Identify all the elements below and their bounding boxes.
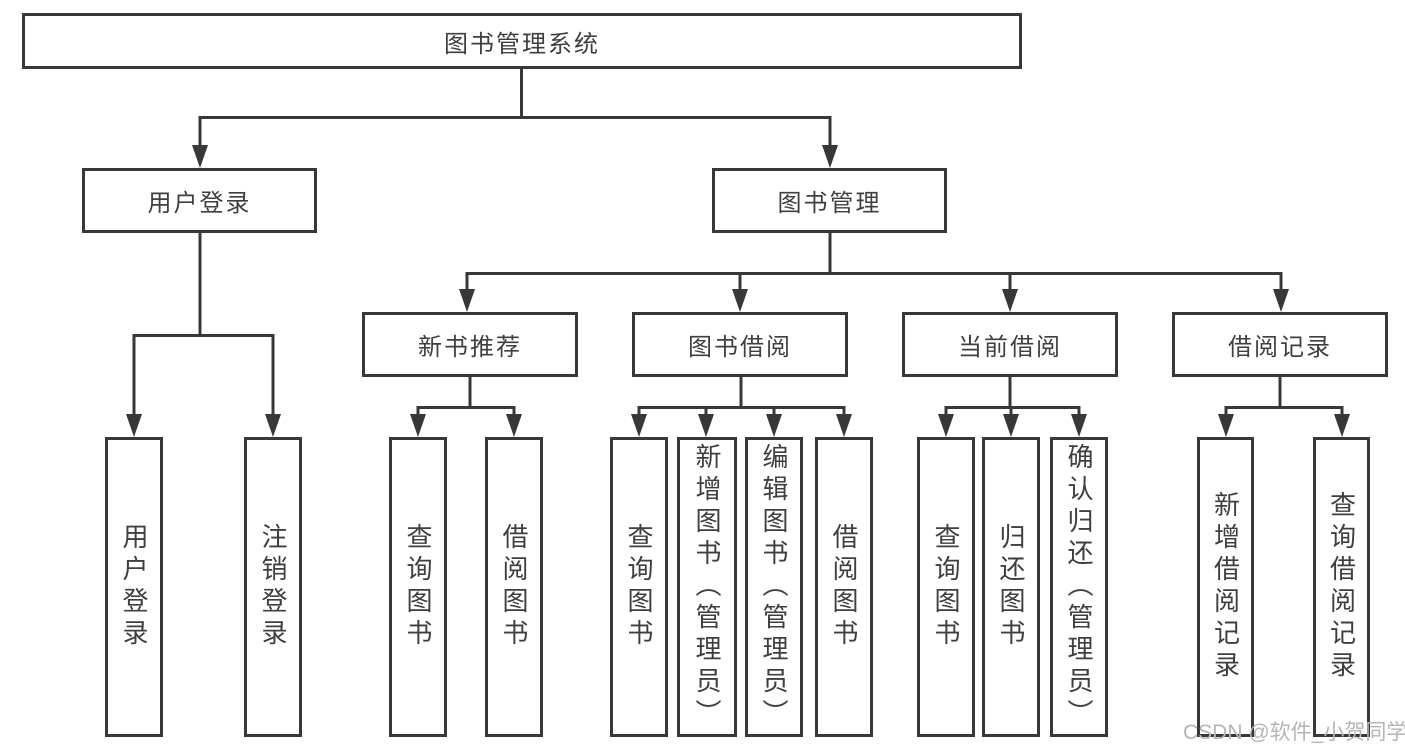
leaf-query-book-newrec: 查询图书: [389, 437, 447, 737]
node-book-management-label: 图书管理: [777, 190, 882, 217]
node-book-management: 图书管理: [712, 168, 947, 233]
leaf-add-book-admin-label: 新增图书（管理员）: [692, 443, 722, 731]
leaf-borrow-book-newrec: 借阅图书: [485, 437, 543, 737]
node-current-borrow-label: 当前借阅: [958, 334, 1062, 361]
leaf-query-book-borrow-label: 查询图书: [624, 523, 654, 651]
leaf-confirm-return-admin: 确认归还（管理员）: [1050, 437, 1108, 737]
node-borrow-record-label: 借阅记录: [1228, 334, 1332, 361]
node-current-borrow: 当前借阅: [902, 312, 1118, 377]
leaf-user-login-label: 用户登录: [119, 523, 149, 651]
leaf-confirm-return-admin-label: 确认归还（管理员）: [1064, 443, 1094, 731]
leaf-borrow-book-label: 借阅图书: [829, 523, 859, 651]
leaf-return-book-label: 归还图书: [996, 523, 1026, 651]
leaf-add-borrow-record: 新增借阅记录: [1197, 437, 1254, 737]
leaf-query-borrow-record-label: 查询借阅记录: [1326, 491, 1357, 683]
leaf-user-login: 用户登录: [105, 437, 163, 737]
leaf-return-book: 归还图书: [982, 437, 1040, 737]
leaf-edit-book-admin: 编辑图书（管理员）: [745, 437, 803, 737]
node-borrow-record: 借阅记录: [1172, 312, 1388, 377]
node-book-borrow-label: 图书借阅: [688, 334, 792, 361]
arrowheads: [126, 145, 1350, 437]
node-new-book-recommend: 新书推荐: [362, 312, 578, 377]
node-new-book-recommend-label: 新书推荐: [418, 334, 522, 361]
leaf-edit-book-admin-label: 编辑图书（管理员）: [759, 443, 789, 731]
leaf-add-book-admin: 新增图书（管理员）: [677, 437, 737, 737]
leaf-query-borrow-record: 查询借阅记录: [1313, 437, 1370, 737]
leaf-logout-login: 注销登录: [244, 437, 302, 737]
node-root: 图书管理系统: [22, 13, 1022, 69]
leaf-query-book-borrow: 查询图书: [610, 437, 668, 737]
leaf-borrow-book-newrec-label: 借阅图书: [499, 523, 529, 651]
csdn-watermark: CSDN @软件_小贺同学: [1183, 721, 1405, 744]
leaf-logout-login-label: 注销登录: [258, 523, 288, 651]
leaf-add-borrow-record-label: 新增借阅记录: [1210, 491, 1241, 683]
leaf-query-book-current-label: 查询图书: [931, 523, 961, 651]
leaf-query-book-newrec-label: 查询图书: [403, 523, 433, 651]
node-user-login-label: 用户登录: [147, 190, 252, 217]
leaf-query-book-current: 查询图书: [917, 437, 975, 737]
node-root-label: 图书管理系统: [444, 30, 600, 58]
node-book-borrow: 图书借阅: [632, 312, 848, 377]
leaf-borrow-book: 借阅图书: [815, 437, 873, 737]
node-user-login: 用户登录: [82, 168, 317, 233]
